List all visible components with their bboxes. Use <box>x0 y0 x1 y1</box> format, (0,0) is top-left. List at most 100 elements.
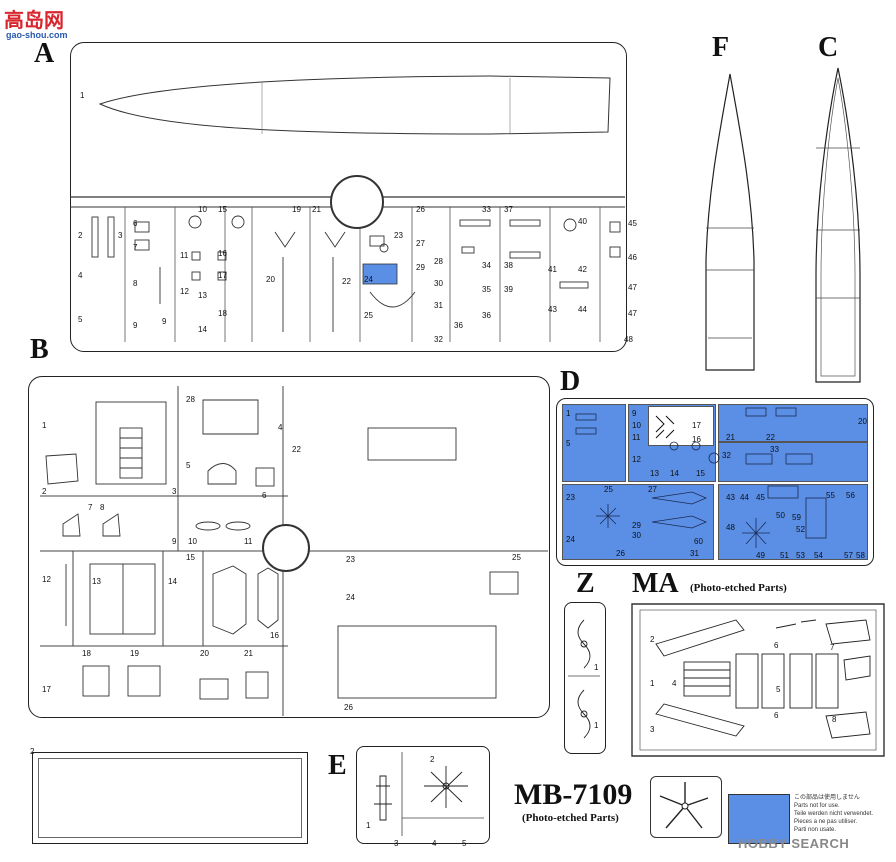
sprue-d-block-4 <box>718 442 868 482</box>
sprue-a-part-11: 11 <box>180 251 189 260</box>
sprue-a-part-42: 42 <box>578 265 587 274</box>
sprue-d-block-1 <box>562 404 626 482</box>
sprue-a-part-32: 32 <box>434 335 443 344</box>
sprue-ma-part-7: 7 <box>830 643 835 652</box>
sprue-a-part-21: 21 <box>312 205 321 214</box>
sprue-a-part-31: 31 <box>434 301 443 310</box>
sprue-a-part-9: 9 <box>133 321 138 330</box>
sprue-d-part-10: 10 <box>632 421 641 430</box>
sprue-b-part-7: 7 <box>88 503 93 512</box>
sprue-b-part-10: 10 <box>188 537 197 546</box>
sprue-a-part-34: 34 <box>482 261 491 270</box>
sprue-e-part-5: 5 <box>462 839 467 848</box>
watermark-bottom: HOBBY SEARCH <box>738 836 850 851</box>
sprue-a-part-38: 38 <box>504 261 513 270</box>
sprue-b-letter: B <box>30 334 49 365</box>
sprue-e-drawing <box>374 752 484 836</box>
sprue-d-block-5 <box>562 484 714 560</box>
hull-f-drawing <box>705 73 755 371</box>
notice-line-4: Pieces a ne pas utiliser. <box>794 819 858 825</box>
sprue-z-frame <box>564 602 606 754</box>
sprue-d-part-15: 15 <box>696 469 705 478</box>
sprue-z-drawing <box>568 619 600 739</box>
sprue-a-part-25: 25 <box>364 311 373 320</box>
sprue-d-part-11: 11 <box>632 433 641 442</box>
sprue-f-letter: F <box>712 32 730 63</box>
sprue-a-drawing <box>70 75 625 342</box>
sprue-a-part-4: 4 <box>78 271 83 280</box>
sprue-a-part-10: 10 <box>198 205 207 214</box>
sprue-a-part-36b: 36 <box>454 321 463 330</box>
sprue-e-part-3: 3 <box>394 839 399 848</box>
mb-part-frame <box>650 776 722 838</box>
sprue-a-part-35: 35 <box>482 285 491 294</box>
mb-rotor-drawing <box>659 782 709 829</box>
sprue-a-part-33: 33 <box>482 205 491 214</box>
sprue-d-part-25: 25 <box>604 485 613 494</box>
sprue-b-part-5: 5 <box>186 461 191 470</box>
sprue-a-part-29: 29 <box>416 263 425 272</box>
sprue-a-part-26: 26 <box>416 205 425 214</box>
sprue-b-part-8: 8 <box>100 503 105 512</box>
sprue-ma-part-4: 4 <box>672 679 677 688</box>
sprue-a-part-41: 41 <box>548 265 557 274</box>
sprue-a-part-30: 30 <box>434 279 443 288</box>
sprue-a-part-19: 19 <box>292 205 301 214</box>
sprue-d-part-24: 24 <box>566 535 575 544</box>
sprue-a-part-22: 22 <box>342 277 351 286</box>
frame2-outer <box>32 752 308 844</box>
sprue-a-part-45: 45 <box>628 219 637 228</box>
sprue-b-part-4: 4 <box>278 423 283 432</box>
sprue-ma-part-1: 1 <box>650 679 655 688</box>
sprue-d-letter: D <box>560 366 581 397</box>
sprue-ma-part-5: 5 <box>776 685 781 694</box>
sprue-a-part-3: 3 <box>118 231 123 240</box>
sprue-b-part-20: 20 <box>200 649 209 658</box>
sprue-c-letter: C <box>818 32 839 63</box>
sprue-d-part-56: 56 <box>846 491 855 500</box>
sprue-a-part-17: 17 <box>218 271 227 280</box>
sprue-d-part-57: 57 <box>844 551 853 560</box>
sprue-e-letter: E <box>328 750 347 781</box>
sprue-a-part-1: 1 <box>80 91 85 100</box>
sprue-d-part-32: 32 <box>722 451 731 460</box>
sprue-d-part-22: 22 <box>766 433 775 442</box>
notice-line-3: Teile werden nicht verwendet. <box>794 811 874 817</box>
sprue-d-part-55: 55 <box>826 491 835 500</box>
sprue-d-part-20: 20 <box>858 417 867 426</box>
sprue-d-part-29: 29 <box>632 521 641 530</box>
sprue-d-part-31: 31 <box>690 549 699 558</box>
sprue-a-letter: A <box>34 38 55 69</box>
sprue-a-part-47: 47 <box>628 283 637 292</box>
sprue-b-part-25: 25 <box>512 553 521 562</box>
frame2-part-2: 2 <box>30 747 35 756</box>
sprue-a-part-46: 46 <box>628 253 637 262</box>
sprue-b-part-24: 24 <box>346 593 355 602</box>
sprue-d-part-59: 59 <box>792 513 801 522</box>
sprue-e-part-4: 4 <box>432 839 437 848</box>
notice-swatch <box>728 794 790 844</box>
sprue-a-part-48: 48 <box>624 335 633 344</box>
sprue-d-part-58: 58 <box>856 551 865 560</box>
sprue-b-part-23: 23 <box>346 555 355 564</box>
sprue-b-part-16: 16 <box>270 631 279 640</box>
sprue-z-part-1: 1 <box>594 663 599 672</box>
notice-line-5: Parti non usate. <box>794 827 837 833</box>
sprue-d-part-27: 27 <box>648 485 657 494</box>
sprue-a-part-13: 13 <box>198 291 207 300</box>
sprue-b-part-26: 26 <box>344 703 353 712</box>
mb-subtitle: (Photo-etched Parts) <box>522 812 619 824</box>
sprue-d-part-5: 5 <box>566 439 571 448</box>
sprue-a-part-47b: 47 <box>628 309 637 318</box>
sprue-d-part-1: 1 <box>566 409 571 418</box>
sprue-a-part-23: 23 <box>394 231 403 240</box>
sprue-b-part-2: 2 <box>42 487 47 496</box>
sprue-b-part-14: 14 <box>168 577 177 586</box>
sprue-a-part-18: 18 <box>218 309 227 318</box>
sprue-a-part-14: 14 <box>198 325 207 334</box>
sprue-b-part-1: 1 <box>42 421 47 430</box>
sprue-d-part-52: 52 <box>796 525 805 534</box>
sprue-a-part-44: 44 <box>578 305 587 314</box>
sprue-d-part-45: 45 <box>756 493 765 502</box>
sprue-b-part-21: 21 <box>244 649 253 658</box>
